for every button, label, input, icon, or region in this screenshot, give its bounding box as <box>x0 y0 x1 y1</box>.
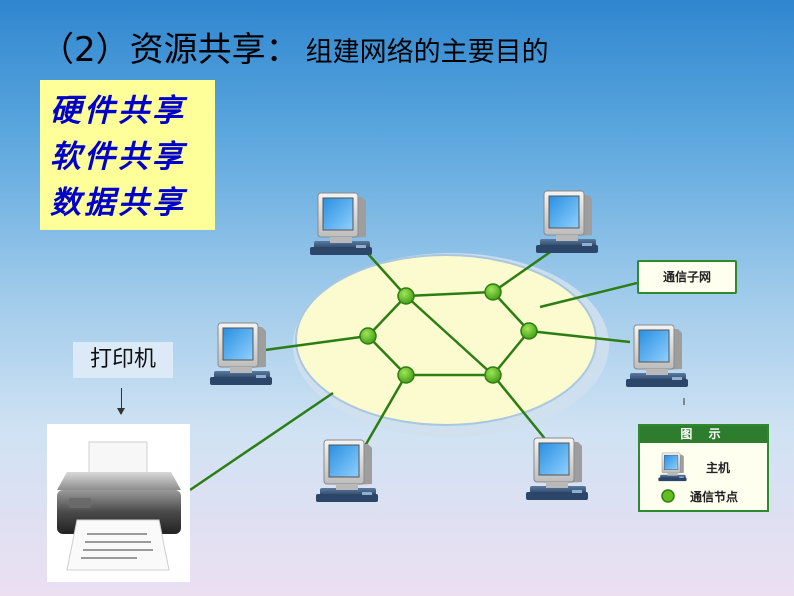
node-1 <box>397 287 415 305</box>
link <box>264 334 369 352</box>
link <box>405 290 494 298</box>
callout-pointer <box>539 281 638 309</box>
host-bottom-right <box>525 437 589 501</box>
link <box>367 335 407 376</box>
link <box>492 246 557 294</box>
legend-host-label: 主机 <box>706 461 731 475</box>
node-2 <box>484 283 502 301</box>
printer-image <box>47 424 190 582</box>
link <box>528 329 631 344</box>
node-5 <box>397 366 415 384</box>
link <box>492 291 530 332</box>
printer-label: 打印机 <box>73 342 173 378</box>
slide-title: （2）资源共享：组建网络的主要目的 <box>40 22 549 71</box>
host-right <box>625 324 689 388</box>
legend-title: 图 示 <box>640 426 767 443</box>
host-left <box>209 322 273 386</box>
resource-share-box: 硬件共享 软件共享 数据共享 <box>40 80 215 230</box>
host-bottom-left <box>315 439 379 503</box>
host-top-right <box>535 190 599 254</box>
link <box>367 295 407 337</box>
legend-node-label: 通信节点 <box>690 490 739 504</box>
link <box>405 295 494 376</box>
share-item-hardware: 硬件共享 <box>50 93 186 129</box>
communication-subnet <box>295 254 597 426</box>
title-subtitle: 组建网络的主要目的 <box>305 37 549 68</box>
title-main: （2）资源共享： <box>40 30 300 70</box>
node-legend-icon <box>661 489 675 503</box>
legend-box: 图 示 主机 通信节点 <box>638 424 769 512</box>
host-top-left <box>309 192 373 256</box>
link <box>492 330 530 376</box>
share-item-software: 软件共享 <box>50 139 186 175</box>
share-item-data: 数据共享 <box>50 185 186 221</box>
host-legend-icon <box>658 452 687 482</box>
printer-link <box>189 391 334 492</box>
printer-icon <box>57 441 181 571</box>
node-6 <box>484 366 502 384</box>
node-4 <box>520 322 538 340</box>
subnet-callout: 通信子网 <box>637 260 737 294</box>
node-3 <box>359 327 377 345</box>
link <box>492 374 547 441</box>
down-arrow-icon <box>117 388 125 415</box>
